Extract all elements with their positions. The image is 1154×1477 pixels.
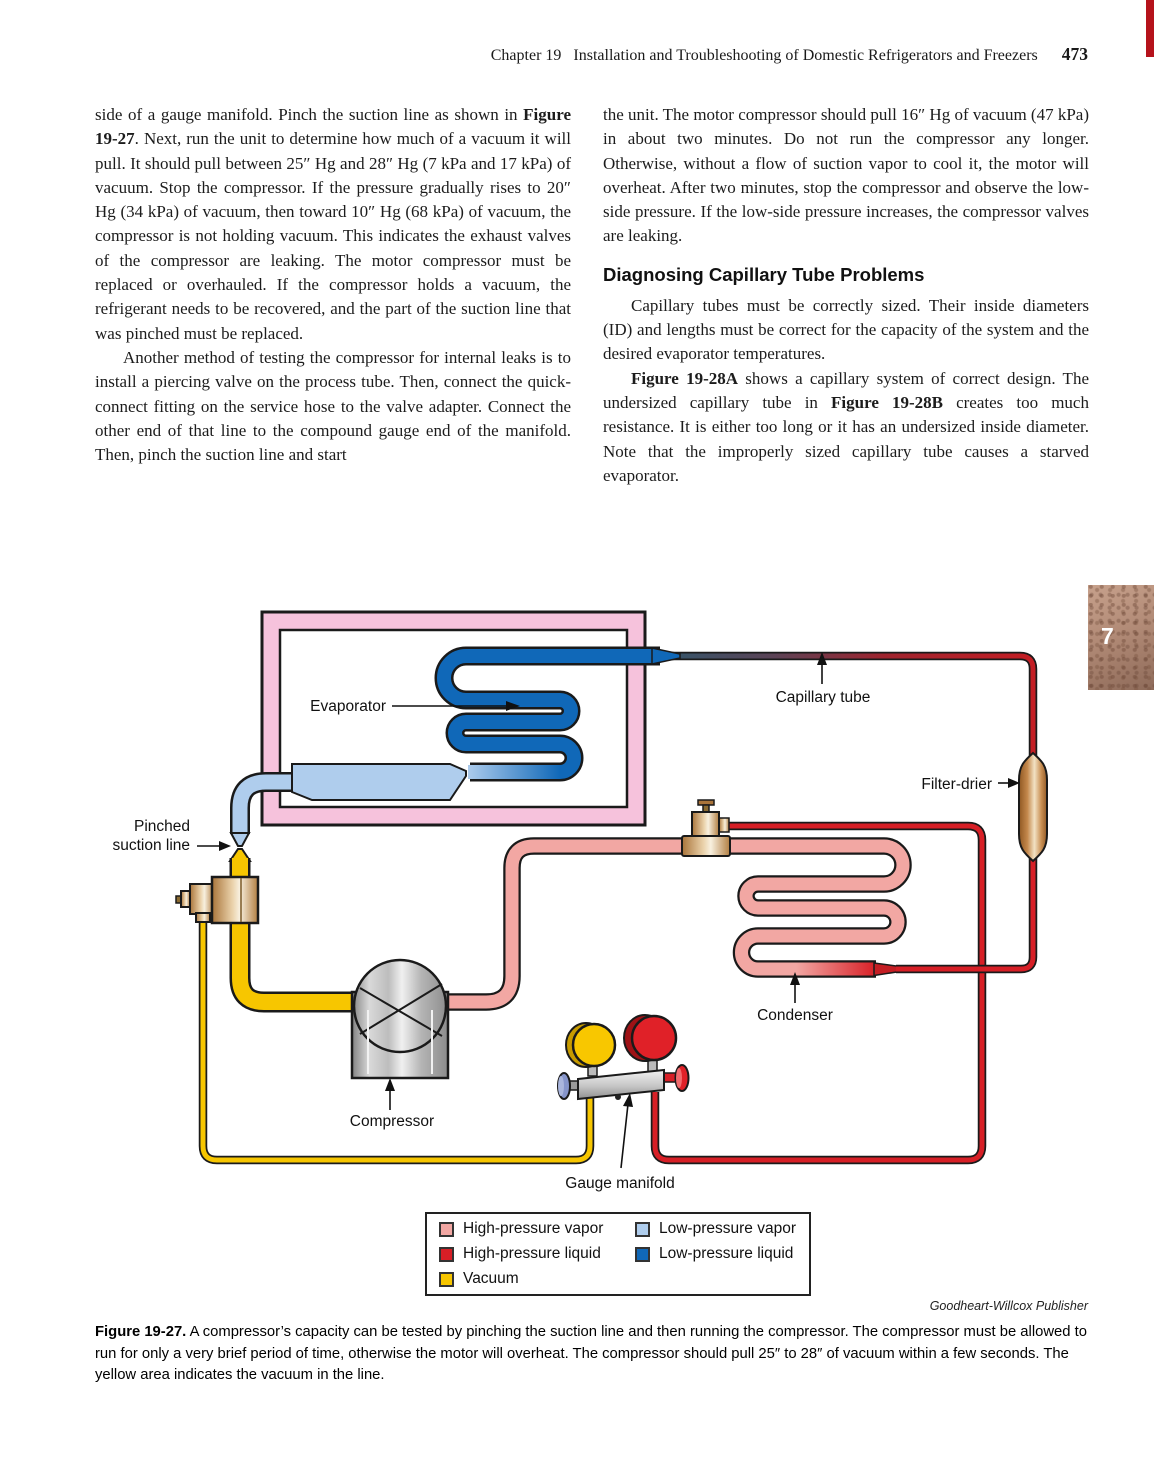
page-number: 473 — [1061, 44, 1088, 64]
figure-legend: High-pressure vapor Low-pressure vapor H… — [425, 1212, 811, 1296]
paragraph: the unit. The motor compressor should pu… — [603, 105, 1090, 246]
paragraph: Figure 19-28A shows a capillary system o… — [603, 368, 1089, 485]
legend-item: High-pressure liquid — [439, 1243, 635, 1265]
legend-swatch-vacuum — [439, 1271, 454, 1287]
paragraph: Capillary tubes must be correctly sized.… — [603, 295, 1089, 364]
high-pressure-gauge — [630, 1014, 678, 1062]
label-condenser: Condenser — [757, 1007, 833, 1024]
legend-swatch-lp-vapor — [635, 1221, 650, 1237]
legend-label: Vacuum — [463, 1270, 519, 1287]
capillary-tube-line — [664, 651, 1038, 758]
legend-item: Low-pressure vapor — [635, 1218, 809, 1240]
callout-arrows — [197, 652, 1020, 1169]
suction-line-vacuum — [229, 858, 356, 1013]
legend-label: Low-pressure vapor — [659, 1220, 796, 1237]
condenser-coil — [448, 837, 1038, 1011]
legend-label: High-pressure liquid — [463, 1245, 601, 1262]
legend-swatch-hp-vapor — [439, 1221, 454, 1237]
service-hose-red — [650, 821, 987, 1165]
evaporator-coil — [434, 646, 681, 782]
paragraph: Another method of testing the compressor… — [95, 347, 571, 465]
legend-label: High-pressure vapor — [463, 1220, 604, 1237]
compound-gauge — [571, 1022, 617, 1068]
chapter-tab-number: 7 — [1101, 623, 1114, 649]
legend-swatch-lp-liquid — [635, 1246, 650, 1262]
label-gauge-manifold: Gauge manifold — [565, 1175, 675, 1192]
accumulator-and-pinch — [228, 763, 467, 862]
legend-item: Vacuum — [439, 1268, 635, 1290]
label-pinched-suction-line: Pinched suction line — [112, 818, 190, 854]
page-edge-red-strip — [1146, 0, 1154, 57]
text-column-left: side of a gauge manifold. Pinch the suct… — [95, 103, 571, 467]
legend-item: High-pressure vapor — [439, 1218, 635, 1240]
suction-service-valve — [175, 875, 260, 925]
running-header: Chapter 19 Installation and Troubleshoot… — [95, 44, 1088, 65]
filter-drier — [1018, 751, 1048, 863]
chapter-title: Installation and Troubleshooting of Dome… — [573, 47, 1038, 64]
legend-swatch-hp-liquid — [439, 1246, 454, 1262]
compressor — [350, 958, 450, 1080]
label-capillary-tube: Capillary tube — [775, 689, 871, 706]
label-compressor: Compressor — [349, 1113, 435, 1130]
refrigeration-diagram — [175, 610, 1048, 1169]
text-column-right: the unit. The motor compressor should pu… — [603, 103, 1089, 488]
chapter-number: Chapter 19 — [490, 47, 562, 64]
gauge-manifold — [557, 1014, 690, 1101]
publisher-credit: Goodheart-Willcox Publisher — [929, 1299, 1088, 1313]
legend-item: Low-pressure liquid — [635, 1243, 809, 1265]
piercing-valve — [681, 799, 731, 857]
label-evaporator: Evaporator — [310, 698, 386, 715]
label-filter-drier: Filter-drier — [921, 776, 992, 793]
chapter-tab: 7 — [1088, 585, 1154, 690]
figure-caption: Figure 19-27. A compressor’s capacity ca… — [95, 1324, 1087, 1383]
legend-label: Low-pressure liquid — [659, 1245, 794, 1262]
paragraph: side of a gauge manifold. Pinch the suct… — [95, 105, 571, 343]
section-heading: Diagnosing Capillary Tube Problems — [603, 263, 925, 285]
service-hose-yellow — [198, 920, 595, 1165]
